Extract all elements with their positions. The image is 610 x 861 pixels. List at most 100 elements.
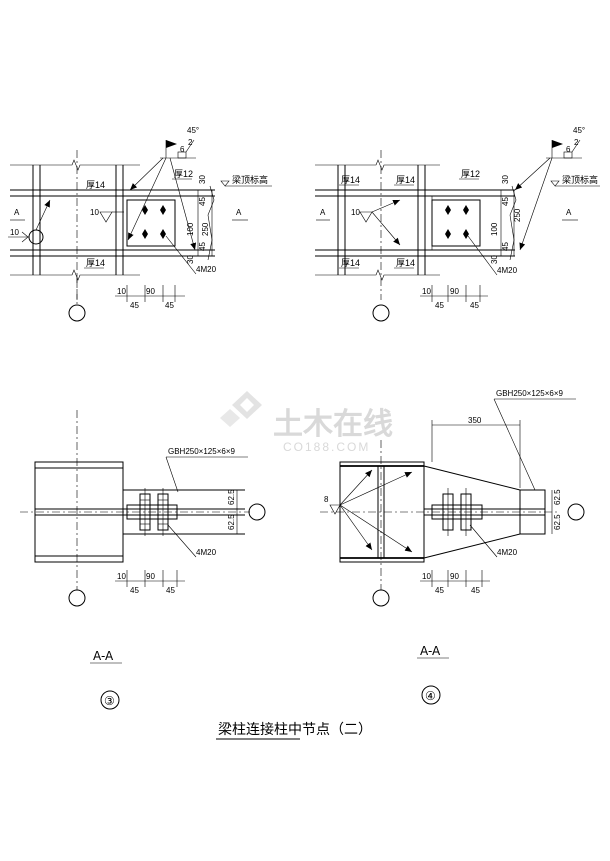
- dim-10: 10: [422, 572, 431, 581]
- weld-symbol: 45° 2 6: [160, 126, 199, 159]
- bolt: [160, 205, 166, 215]
- grid-bubble-right: [567, 503, 585, 521]
- beam-break: [207, 185, 215, 261]
- dim-90: 90: [146, 572, 155, 581]
- dim-350: 350: [468, 416, 482, 425]
- detail3-number: ③: [104, 694, 115, 708]
- dim-45-top: 45: [501, 197, 510, 206]
- label-thick-top-right: 厚14: [396, 175, 415, 185]
- grid-bubble: [372, 589, 390, 607]
- dim-30-bottom: 30: [186, 255, 195, 264]
- grid-bubble: [68, 589, 86, 607]
- weld-left-label: 10: [10, 228, 19, 237]
- grid-bubble-right: [248, 503, 266, 521]
- dim-250: 250: [201, 222, 210, 236]
- section-mark-right: A: [566, 208, 572, 217]
- detail3-elevation: 10 A A 10 厚14 厚14 厚12 45° 2 6: [8, 126, 272, 322]
- weld-fillet-label: 10: [90, 208, 99, 217]
- label-thick-top: 厚14: [86, 180, 105, 190]
- grid-bubble: [68, 304, 86, 322]
- dim-45-right: 45: [165, 301, 174, 310]
- bolt-group: [442, 488, 472, 536]
- detail4-number: ④: [425, 689, 436, 703]
- dim-62-bottom: 62.5: [553, 514, 562, 530]
- label-thick-bottom-right: 厚14: [396, 258, 415, 268]
- beam-spec-label: GBH250×125×6×9: [168, 447, 235, 456]
- detail3-number-circle: [100, 690, 120, 710]
- bolt-spec: 4M20: [497, 266, 518, 275]
- weld-size: 6: [566, 145, 571, 154]
- detail3-section-label: A-A: [93, 649, 114, 663]
- dim-100: 100: [490, 222, 499, 236]
- dim-45-bottom: 45: [198, 242, 207, 251]
- bolt-spec: 4M20: [196, 548, 217, 557]
- dim-10: 10: [422, 287, 431, 296]
- label-beam-top-elevation: 梁顶标高: [232, 174, 268, 185]
- dim-45-left: 45: [435, 586, 444, 595]
- dim-45-left: 45: [130, 586, 139, 595]
- dim-45-left: 45: [130, 301, 139, 310]
- detail4-elevation: A A 10 厚14 厚14 厚14 厚14 厚12 45° 2 6 梁顶标高: [315, 126, 600, 322]
- dim-45-left: 45: [435, 301, 444, 310]
- bolt-group: [445, 205, 469, 239]
- bolt-spec: 4M20: [497, 548, 518, 557]
- section-mark-left: A: [14, 208, 20, 217]
- weld-gap: 2: [188, 138, 193, 147]
- dim-30-bottom: 30: [490, 255, 499, 264]
- dim-90: 90: [146, 287, 155, 296]
- dim-45-top: 45: [198, 197, 207, 206]
- bolt-group: [142, 205, 166, 239]
- detail4-section-label: A-A: [420, 644, 441, 658]
- shear-plate: [126, 199, 176, 247]
- dim-90: 90: [450, 572, 459, 581]
- detail3-plan: GBH250×125×6×9 62.5 62.5 4M20 10 90 45 4…: [20, 410, 266, 607]
- dim-250: 250: [513, 208, 522, 222]
- weld-fillet-label: 10: [351, 208, 360, 217]
- drawing-title: 梁柱连接柱中节点（二）: [218, 721, 372, 738]
- label-thick-plate: 厚12: [461, 169, 480, 179]
- weld-size: 6: [180, 145, 185, 154]
- label-thick-bottom: 厚14: [341, 258, 360, 268]
- column-break-top: [10, 159, 140, 171]
- bolt: [142, 229, 148, 239]
- dim-90: 90: [450, 287, 459, 296]
- weld-circle: [28, 229, 44, 245]
- watermark: 土木在线 CO188.COM: [220, 391, 393, 454]
- dim-30-top: 30: [501, 175, 510, 184]
- column-break-bottom: [10, 269, 140, 281]
- dim-10: 10: [117, 287, 126, 296]
- label-beam-top-elevation: 梁顶标高: [562, 174, 598, 185]
- bolt-group: [139, 488, 169, 536]
- weld-symbol: 45° 2 6: [546, 126, 585, 159]
- detail4-number-circle: [421, 685, 441, 705]
- dim-62-bottom: 62.5: [227, 514, 236, 530]
- dim-62-top: 62.5: [227, 489, 236, 505]
- dim-100: 100: [186, 222, 195, 236]
- weld-angle: 45°: [573, 126, 585, 135]
- section-mark-left: A: [320, 208, 326, 217]
- section-mark-right: A: [236, 208, 242, 217]
- detail4-plan: 350 GBH250×125×6×9 8 62.5 62.5 4M20 10: [320, 389, 585, 607]
- bolt: [142, 205, 148, 215]
- dim-45-right: 45: [166, 586, 175, 595]
- label-thick-plate: 厚12: [174, 169, 193, 179]
- beam-spec-label: GBH250×125×6×9: [496, 389, 563, 398]
- watermark-url: CO188.COM: [283, 440, 370, 454]
- haunch-plate: [423, 465, 546, 559]
- dim-62-top: 62.5: [553, 489, 562, 505]
- dim-10: 10: [117, 572, 126, 581]
- label-thick-bottom: 厚14: [86, 258, 105, 268]
- weld-size-label: 8: [324, 495, 329, 504]
- weld-angle: 45°: [187, 126, 199, 135]
- shear-plate: [431, 199, 481, 247]
- label-thick-top: 厚14: [341, 175, 360, 185]
- watermark-brand: 土木在线: [273, 407, 393, 442]
- bolt-spec: 4M20: [196, 265, 217, 274]
- dim-30-top: 30: [198, 175, 207, 184]
- bolt: [160, 229, 166, 239]
- dim-45-bottom: 45: [501, 242, 510, 251]
- dim-45-right: 45: [471, 586, 480, 595]
- grid-bubble: [372, 304, 390, 322]
- watermark-logo-icon: [220, 391, 262, 427]
